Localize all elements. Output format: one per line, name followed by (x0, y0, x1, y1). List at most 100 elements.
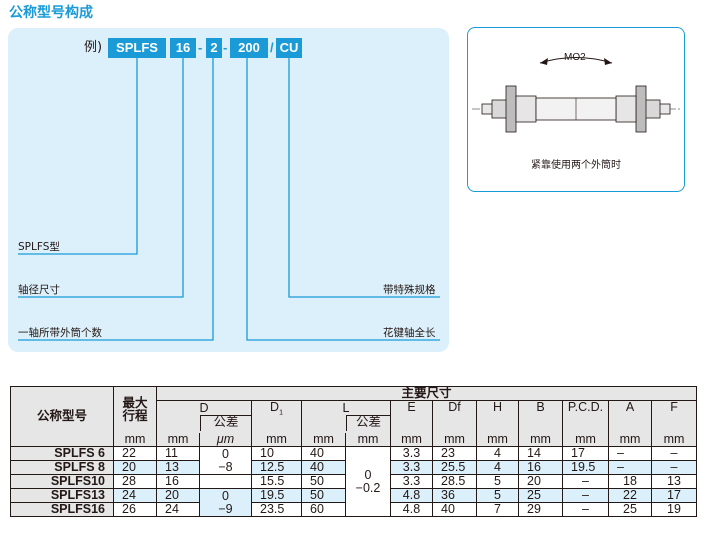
unit-F: mm (650, 432, 698, 447)
cell-F: – (650, 446, 698, 461)
unit-Df: mm (432, 432, 477, 447)
cell-L: 60 (301, 502, 346, 517)
cell-PCD: – (562, 502, 609, 517)
cell-E: 3.3 (390, 474, 433, 489)
cell-F: – (650, 460, 698, 475)
D-tol-upper: 0 (222, 488, 229, 503)
cell-model: SPLFS 6 (10, 446, 114, 461)
table-row: SPLFS 6 22 11 0 −8 10 40 0 −0.2 3.3 23 4… (10, 446, 698, 517)
table-row: SPLFS 8 20 13 12.5 40 3.3 25.5 4 16 19.5… (10, 460, 698, 475)
cell-A: – (608, 460, 652, 475)
cell-H: 7 (476, 502, 519, 517)
code-part-outer-count: 2 (206, 38, 222, 58)
header-L-tol: 公差 (346, 415, 390, 431)
header-F: F (650, 400, 698, 433)
cell-E: 3.3 (390, 460, 433, 475)
cell-D1: 12.5 (251, 460, 302, 475)
cell-L: 40 (301, 460, 346, 475)
unit-D1: mm (251, 432, 302, 447)
cell-D: 16 (156, 474, 200, 489)
cell-Df: 23 (432, 446, 477, 461)
cell-F: 13 (650, 474, 698, 489)
unit-E: mm (390, 432, 433, 447)
cell-D-tol: 0 −8 (199, 446, 252, 475)
spec-table: 公称型号 最大 行程 主要尺寸 D 公差 D1 L 公差 E Df H B P.… (10, 386, 698, 517)
legend-special: 带特殊规格 (383, 284, 436, 296)
cell-D-tol (199, 474, 252, 489)
cell-A: 25 (608, 502, 652, 517)
cell-B: 29 (518, 502, 563, 517)
legend-type: SPLFS型 (18, 241, 60, 253)
moment-label: MO2 (564, 52, 586, 63)
cell-F: 19 (650, 502, 698, 517)
code-separator-2: - (223, 40, 228, 55)
cell-L: 40 (301, 446, 346, 461)
cell-A: – (608, 446, 652, 461)
figure-caption: 紧靠使用两个外筒时 (531, 160, 621, 171)
unit-PCD: mm (562, 432, 609, 447)
cell-PCD: 17 (562, 446, 609, 461)
D-tol-lower: −8 (218, 459, 233, 474)
code-part-shaft-size: 16 (170, 38, 196, 58)
cell-model: SPLFS13 (10, 488, 114, 503)
L-tol-lower: −0.2 (355, 480, 381, 495)
header-E: E (390, 400, 433, 433)
unit-D-tol: μm (199, 432, 252, 447)
unit-L-tol: mm (345, 432, 391, 447)
shaft-drawing: MO2 (472, 52, 680, 133)
cell-Df: 36 (432, 488, 477, 503)
cell-A: 22 (608, 488, 652, 503)
cell-D1: 15.5 (251, 474, 302, 489)
cell-D1: 19.5 (251, 488, 302, 503)
cell-D: 13 (156, 460, 200, 475)
cell-B: 25 (518, 488, 563, 503)
cell-model: SPLFS16 (10, 502, 114, 517)
header-L: L 公差 (301, 400, 391, 433)
cell-H: 4 (476, 460, 519, 475)
cell-L-tol: 0 −0.2 (345, 446, 391, 517)
cell-B: 20 (518, 474, 563, 489)
legend-outer-count: 一轴所带外筒个数 (18, 327, 102, 339)
header-L-label: L (342, 401, 350, 415)
unit-H: mm (476, 432, 519, 447)
cell-stroke: 24 (113, 488, 157, 503)
cell-Df: 40 (432, 502, 477, 517)
cell-stroke: 28 (113, 474, 157, 489)
code-part-series: SPLFS (108, 38, 166, 58)
cell-PCD: 19.5 (562, 460, 609, 475)
table-row: SPLFS16 26 24 23.5 60 4.8 40 7 29 – 25 1… (10, 502, 698, 517)
model-structure-panel (8, 28, 449, 352)
header-model: 公称型号 (10, 386, 114, 447)
cell-E: 3.3 (390, 446, 433, 461)
code-separator-3: / (270, 40, 274, 55)
unit-L: mm (301, 432, 346, 447)
header-PCD: P.C.D. (562, 400, 609, 433)
header-D1: D1 (251, 400, 302, 433)
cell-H: 5 (476, 474, 519, 489)
code-separator-1: - (198, 40, 203, 55)
example-label: 例) (84, 40, 103, 55)
cell-model: SPLFS 8 (10, 460, 114, 475)
cell-D: 20 (156, 488, 200, 503)
header-max-stroke: 最大 行程 (113, 386, 157, 433)
cell-A: 18 (608, 474, 652, 489)
cell-PCD: – (562, 474, 609, 489)
header-Df: Df (432, 400, 477, 433)
cell-L: 50 (301, 488, 346, 503)
unit-stroke: mm (113, 432, 157, 447)
cell-D1: 10 (251, 446, 302, 461)
cell-D1: 23.5 (251, 502, 302, 517)
legend-spline-length: 花键轴全长 (383, 327, 436, 339)
unit-A: mm (608, 432, 652, 447)
cell-L: 50 (301, 474, 346, 489)
header-H: H (476, 400, 519, 433)
header-D-tol: 公差 (200, 415, 251, 431)
L-tol-upper: 0 (364, 467, 372, 482)
cell-H: 5 (476, 488, 519, 503)
cell-E: 4.8 (390, 502, 433, 517)
header-D-label: D (199, 401, 209, 415)
header-D: D 公差 (156, 400, 252, 433)
code-part-length: 200 (230, 38, 268, 58)
cell-D: 24 (156, 502, 200, 517)
cell-Df: 25.5 (432, 460, 477, 475)
